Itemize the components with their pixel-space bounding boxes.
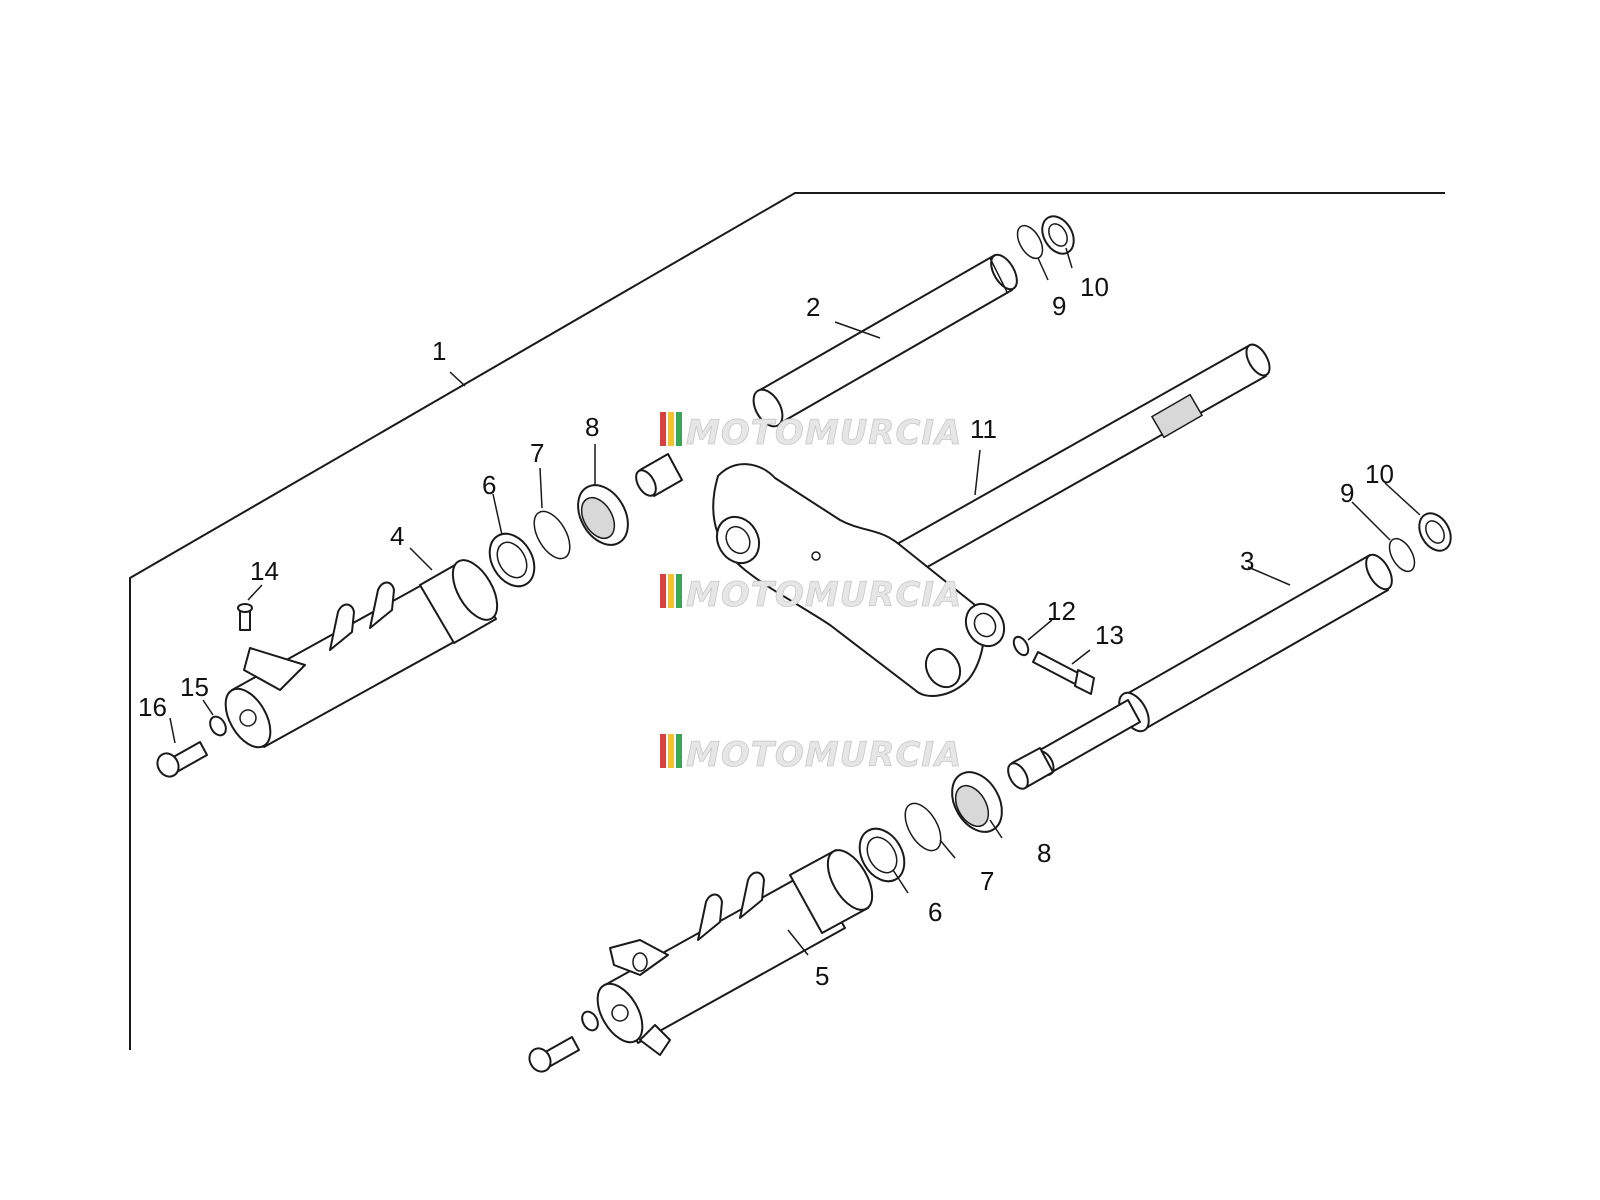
lower-axle-bolt-16[interactable] bbox=[525, 1036, 580, 1075]
watermark-stripe-green bbox=[676, 412, 682, 446]
watermark-text: MOTOMURCIA bbox=[686, 735, 962, 775]
upper-oil-seal-6[interactable] bbox=[481, 526, 544, 594]
lower-oil-seal-6[interactable] bbox=[851, 821, 914, 889]
top-cap-nut-10[interactable] bbox=[1036, 211, 1080, 260]
callout-10-upper: 10 bbox=[1080, 272, 1109, 302]
lower-tube-end-cap[interactable] bbox=[1004, 747, 1054, 792]
callout-14: 14 bbox=[250, 556, 279, 586]
top-cap-nut-10-lower[interactable] bbox=[1413, 508, 1457, 557]
clamp-washer-12[interactable] bbox=[1011, 634, 1031, 657]
watermark-stripe-red bbox=[660, 574, 666, 608]
callout-labels: 1 2 3 4 5 6 6 7 7 8 8 9 9 10 10 11 12 13… bbox=[138, 272, 1394, 991]
upper-axle-bolt-16[interactable] bbox=[153, 741, 208, 780]
watermark-stripe-yellow bbox=[668, 734, 674, 768]
callout-3: 3 bbox=[1240, 546, 1254, 576]
watermark-stripe-green bbox=[676, 574, 682, 608]
leader-lines bbox=[169, 247, 1421, 956]
assembly-frame bbox=[129, 192, 1445, 1050]
watermark-stripe-red bbox=[660, 412, 666, 446]
upper-tube-end-cap[interactable] bbox=[632, 453, 683, 499]
triple-clamp-bracket[interactable] bbox=[709, 463, 1012, 697]
callout-12: 12 bbox=[1047, 596, 1076, 626]
steering-stem[interactable] bbox=[889, 341, 1274, 580]
lower-circlip-7[interactable] bbox=[898, 797, 948, 856]
lower-washer-15[interactable] bbox=[579, 1009, 601, 1033]
callout-7-upper: 7 bbox=[530, 438, 544, 468]
lower-dust-seal-8[interactable] bbox=[942, 763, 1012, 840]
callout-7-lower: 7 bbox=[980, 866, 994, 896]
callout-6-upper: 6 bbox=[482, 470, 496, 500]
upper-circlip-7[interactable] bbox=[527, 505, 577, 564]
top-seal-ring-9[interactable] bbox=[1012, 221, 1047, 262]
clamp-bolt-13[interactable] bbox=[1032, 651, 1095, 695]
callout-5: 5 bbox=[815, 961, 829, 991]
callout-4: 4 bbox=[390, 521, 404, 551]
callout-6-lower: 6 bbox=[928, 897, 942, 927]
callout-9-lower: 9 bbox=[1340, 478, 1354, 508]
watermark-stripe-yellow bbox=[668, 574, 674, 608]
callout-8-lower: 8 bbox=[1037, 838, 1051, 868]
callout-10-lower: 10 bbox=[1365, 459, 1394, 489]
watermark-middle: MOTOMURCIA bbox=[660, 574, 962, 615]
watermark-text: MOTOMURCIA bbox=[686, 575, 962, 615]
upper-slider-screw-14[interactable] bbox=[237, 603, 253, 631]
watermark-stripe-red bbox=[660, 734, 666, 768]
callout-15: 15 bbox=[180, 672, 209, 702]
upper-washer-15[interactable] bbox=[207, 714, 229, 738]
callout-9-upper: 9 bbox=[1052, 291, 1066, 321]
top-seal-ring-9-lower[interactable] bbox=[1384, 534, 1419, 575]
watermark-stripe-green bbox=[676, 734, 682, 768]
callout-8-upper: 8 bbox=[585, 412, 599, 442]
callout-16: 16 bbox=[138, 692, 167, 722]
upper-fork-tube[interactable] bbox=[748, 251, 1023, 432]
watermark-text: MOTOMURCIA bbox=[686, 413, 962, 453]
callout-13: 13 bbox=[1095, 620, 1124, 650]
upper-dust-seal-8[interactable] bbox=[568, 476, 638, 553]
watermark-top: MOTOMURCIA bbox=[660, 412, 962, 453]
lower-fork-slider[interactable] bbox=[588, 843, 881, 1056]
callout-1: 1 bbox=[432, 336, 446, 366]
callout-11: 11 bbox=[970, 414, 997, 444]
watermark-stripe-yellow bbox=[668, 412, 674, 446]
watermark-bottom: MOTOMURCIA bbox=[660, 734, 962, 775]
upper-fork-slider[interactable] bbox=[216, 553, 506, 755]
callout-2: 2 bbox=[806, 292, 820, 322]
lower-fork-tube[interactable] bbox=[1031, 551, 1398, 779]
